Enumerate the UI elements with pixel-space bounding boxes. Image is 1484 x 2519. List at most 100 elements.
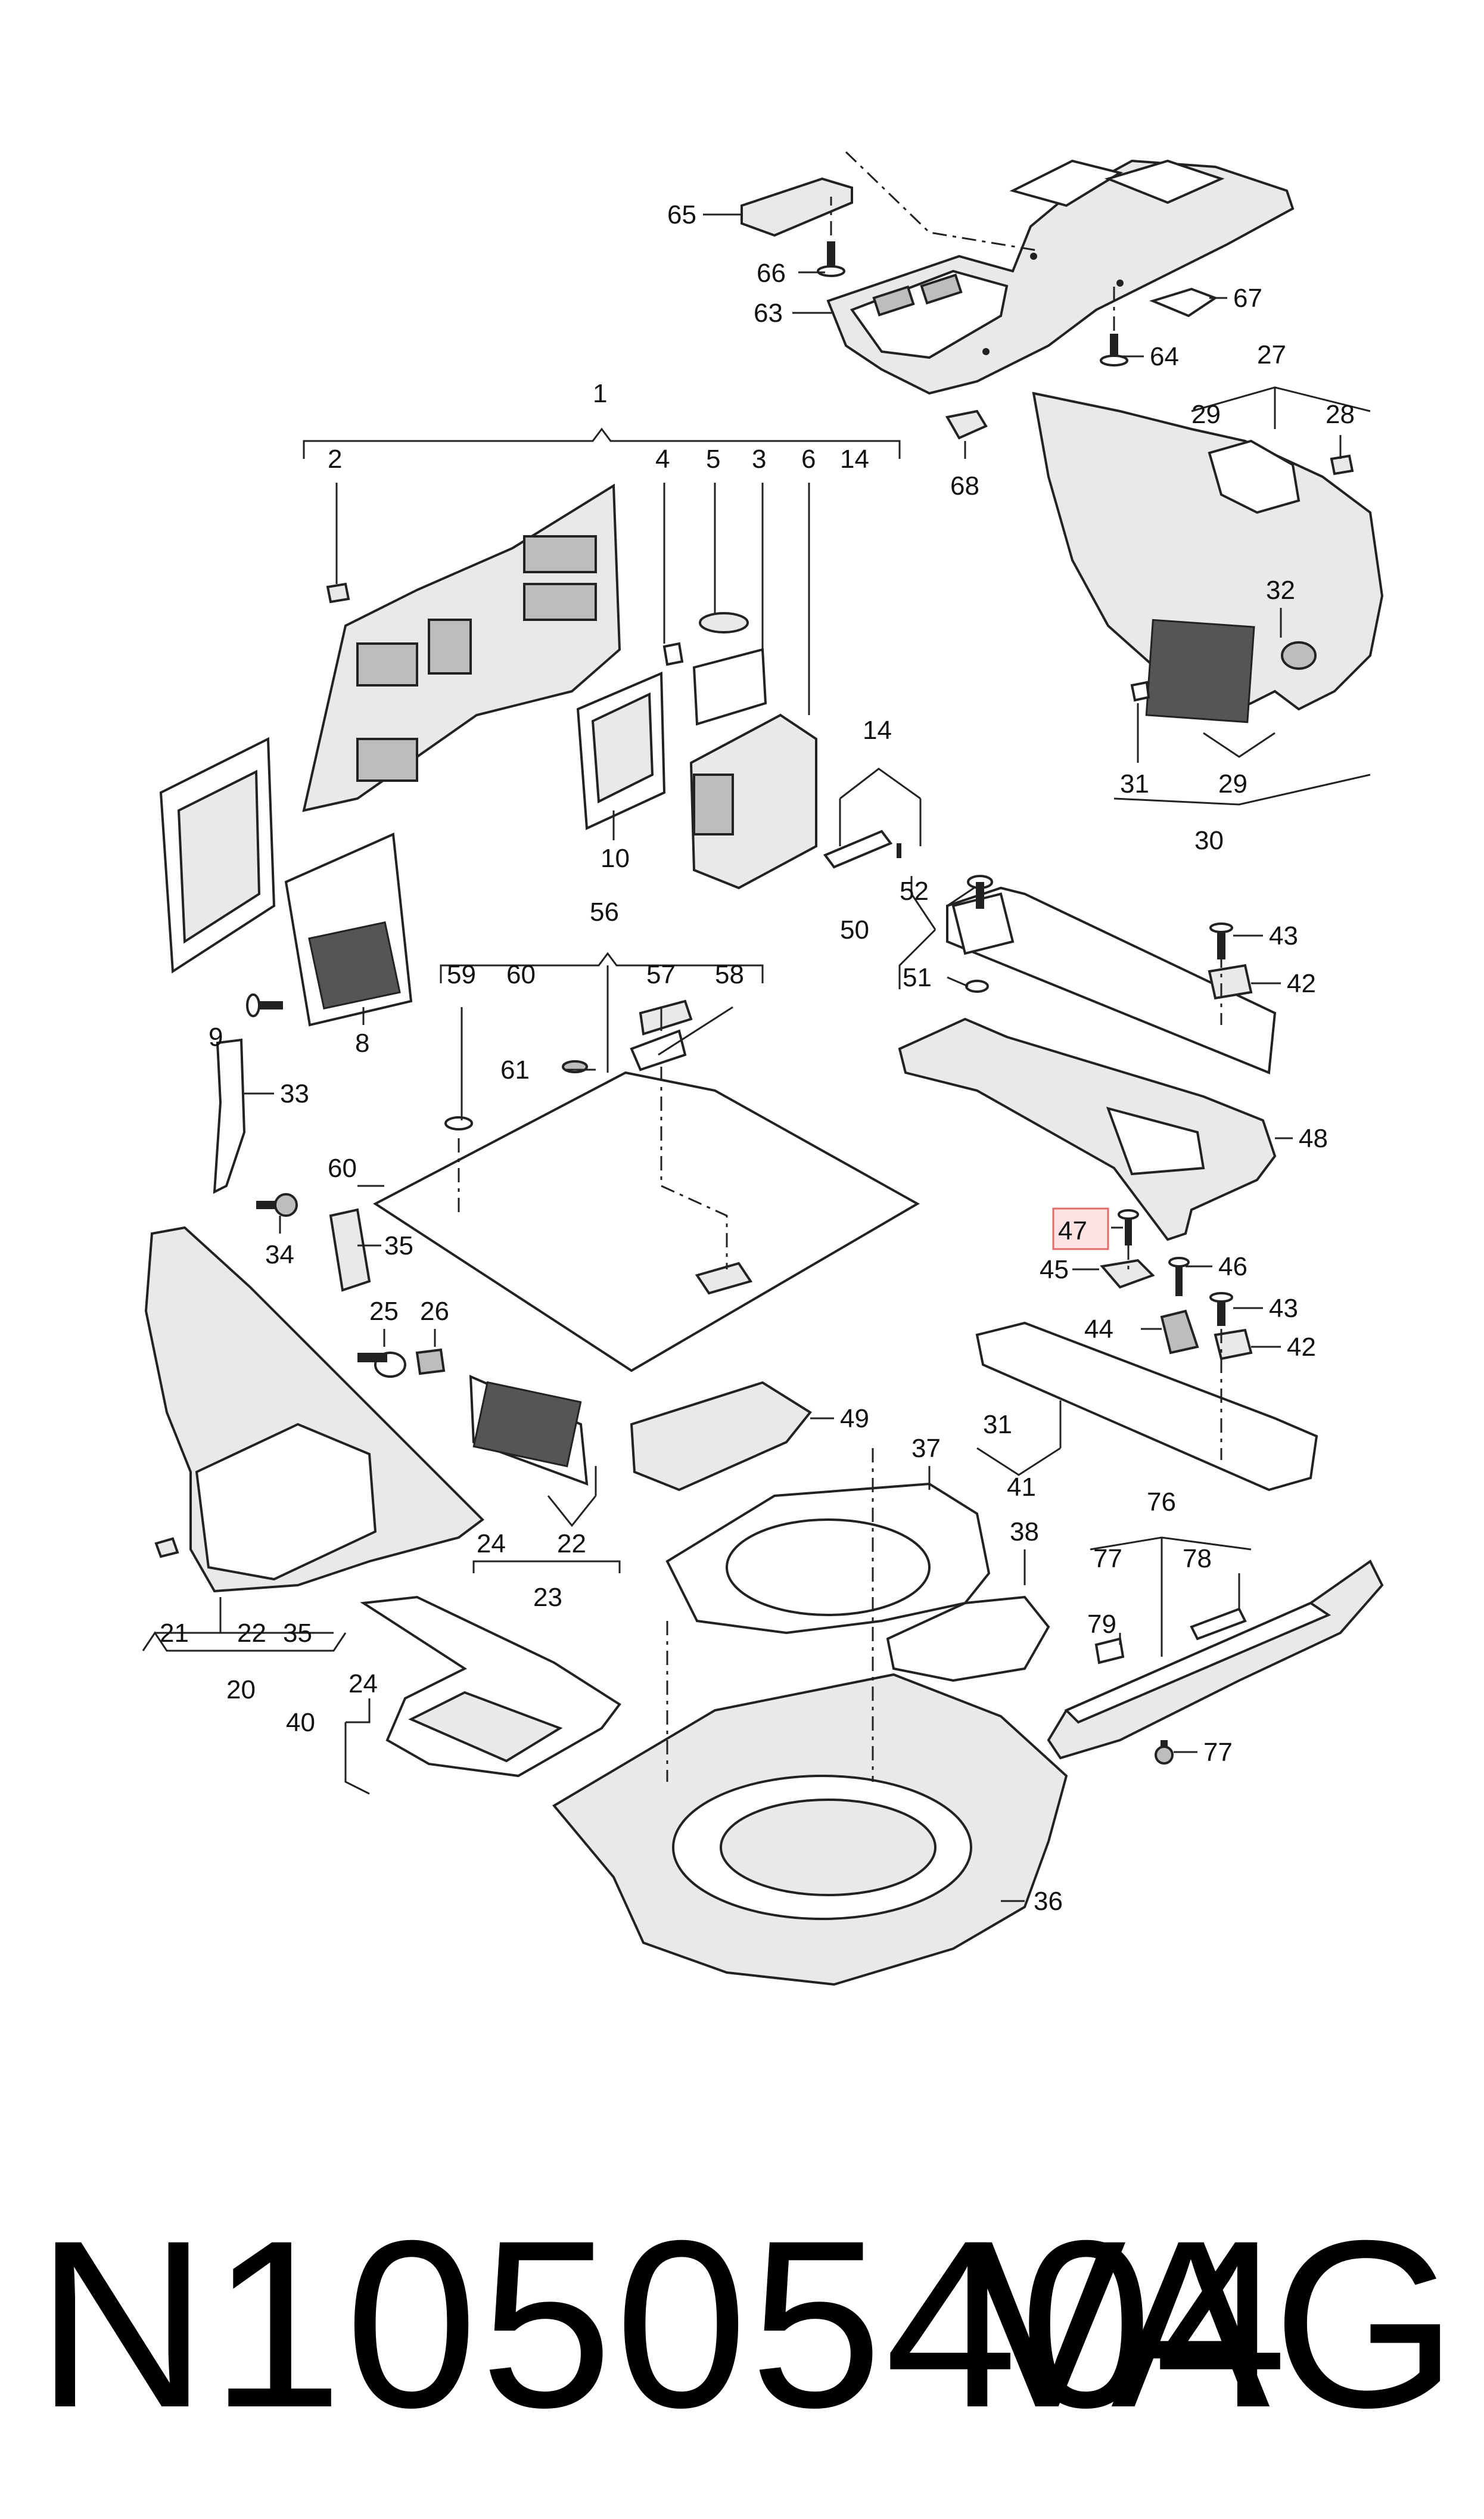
callout-40: 40 (286, 1708, 315, 1737)
callout-21: 21 (160, 1619, 189, 1648)
callout-22-left: 22 (237, 1619, 266, 1648)
callout-37: 37 (911, 1434, 941, 1463)
callout-60: 60 (506, 960, 536, 989)
screw-part-66 (817, 241, 845, 277)
cover-part-10 (576, 671, 666, 831)
callout-58: 58 (715, 960, 744, 989)
screw-part-47 (1118, 1209, 1139, 1245)
side-trim-part-27 (1032, 392, 1384, 723)
callout-64: 64 (1150, 342, 1179, 371)
plate-part-14 (823, 830, 901, 869)
clip-part-5 (699, 612, 749, 633)
callout-76: 76 (1147, 1487, 1176, 1517)
callout-43-upper: 43 (1269, 921, 1298, 951)
callout-36: 36 (1034, 1887, 1063, 1916)
callout-32: 32 (1266, 576, 1295, 605)
rail-part-50 (946, 886, 1277, 1074)
clip-part-26 (415, 1348, 446, 1375)
clip-part-67 (1149, 287, 1218, 318)
clip-part-68 (945, 409, 988, 440)
callout-61: 61 (500, 1055, 530, 1085)
nut-part-42-lower (1214, 1328, 1253, 1361)
clip-part-4 (662, 642, 684, 666)
underbody-panel-part-63 (826, 159, 1295, 395)
callout-10: 10 (601, 844, 630, 873)
callout-27: 27 (1257, 340, 1286, 369)
callout-41: 41 (1007, 1473, 1036, 1502)
clip-part-31-right (1130, 681, 1150, 702)
callout-24-left: 24 (349, 1669, 378, 1698)
callout-50: 50 (840, 915, 869, 945)
callout-42-lower: 42 (1287, 1333, 1316, 1362)
screw-part-46 (1168, 1257, 1190, 1296)
callout-3: 3 (752, 445, 766, 474)
frame-part-8-left (159, 737, 276, 974)
callout-42-upper: 42 (1287, 969, 1316, 998)
floor-cover-part-38 (886, 1595, 1050, 1682)
callout-59: 59 (447, 960, 476, 989)
pin-part-25 (357, 1352, 406, 1378)
callout-77-top: 77 (1093, 1544, 1122, 1573)
callout-22: 22 (557, 1529, 586, 1558)
callout-44: 44 (1084, 1315, 1113, 1344)
side-trim-part-20 (144, 1226, 485, 1593)
callout-49: 49 (840, 1404, 869, 1433)
cover-part-35 (329, 1208, 371, 1292)
floor-cover-part-37 (665, 1482, 991, 1635)
sill-trim-part-76 (1047, 1560, 1384, 1760)
callout-67: 67 (1233, 284, 1262, 313)
callout-25: 25 (369, 1297, 399, 1326)
bracket-part-33 (213, 1038, 246, 1194)
callout-51: 51 (903, 963, 932, 992)
callout-30: 30 (1194, 826, 1224, 855)
callout-35-left: 35 (283, 1619, 312, 1648)
net-part-8 (284, 833, 413, 1027)
callout-43-lower: 43 (1269, 1294, 1298, 1323)
clip-part-2 (326, 582, 350, 604)
callout-35: 35 (384, 1231, 413, 1260)
storage-tray-part-40 (360, 1595, 621, 1778)
floor-panel-part-56 (373, 999, 920, 1372)
callout-14-top: 14 (840, 445, 869, 474)
callout-20: 20 (226, 1675, 256, 1704)
callout-24: 24 (477, 1529, 506, 1558)
callout-31: 31 (983, 1410, 1012, 1439)
callout-56: 56 (590, 897, 619, 927)
callout-47: 47 (1058, 1216, 1087, 1245)
callout-23: 23 (533, 1583, 562, 1612)
callout-8: 8 (355, 1029, 369, 1058)
callout-57: 57 (646, 960, 676, 989)
callout-4: 4 (655, 445, 670, 474)
callout-26: 26 (420, 1297, 449, 1326)
callout-63: 63 (754, 299, 783, 328)
spare-wheel-tub-part-36 (552, 1673, 1068, 1986)
storage-box-part-6 (689, 713, 817, 890)
bracket-part-65 (741, 177, 853, 237)
callout-2: 2 (328, 445, 342, 474)
screw-part-77 (1155, 1740, 1174, 1765)
bracket-part-45 (1100, 1259, 1155, 1289)
screw-part-43-upper (1209, 923, 1233, 959)
screw-part-34 (256, 1193, 298, 1217)
callout-60-left: 60 (328, 1154, 357, 1183)
nut-part-42-upper (1208, 964, 1253, 1000)
callout-65: 65 (667, 200, 696, 229)
cover-plate-part-3 (692, 648, 767, 726)
clip-part-28 (1330, 454, 1354, 476)
callout-45: 45 (1040, 1255, 1069, 1284)
exploded-parts-diagram: 1 2 4 5 3 6 14 10 14 8 9 65 66 63 67 64 … (142, 151, 1384, 1986)
highlight-box-47 (1052, 1207, 1109, 1250)
callout-14: 14 (863, 716, 892, 745)
callout-29-top: 29 (1191, 400, 1221, 429)
leader-lines (142, 213, 1371, 1902)
washer-part-51 (965, 980, 989, 993)
rear-panel-part-1 (302, 483, 621, 812)
callout-9: 9 (209, 1023, 223, 1052)
callout-66: 66 (757, 259, 786, 288)
callout-48: 48 (1299, 1124, 1328, 1153)
callout-29: 29 (1218, 769, 1247, 799)
callout-77: 77 (1203, 1738, 1233, 1767)
callout-79: 79 (1087, 1610, 1116, 1639)
brand-label: VAG (967, 2191, 1460, 2457)
mat-part-49 (630, 1381, 812, 1492)
